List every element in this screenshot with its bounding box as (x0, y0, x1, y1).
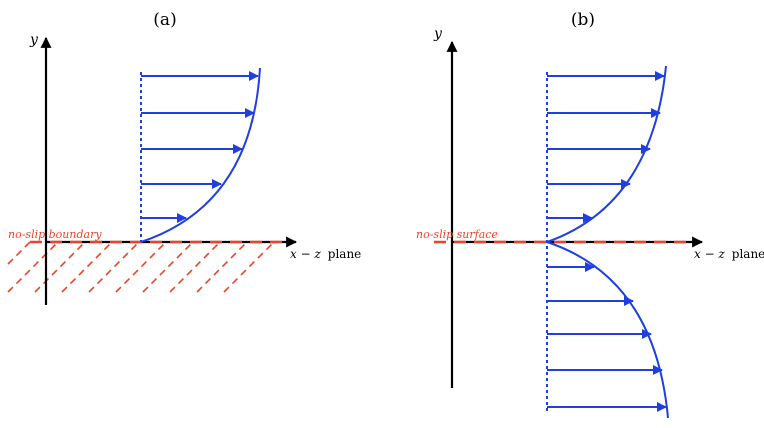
panel-a: (a) y no-slip boundary x − z plane (7, 10, 361, 305)
panel-a-boundary-label: no-slip boundary (8, 228, 102, 241)
panel-b-upper-profile-curve (546, 65, 667, 243)
panel-b: (b) y no-slip surface x − z plane (416, 10, 764, 419)
panel-a-hatch (7, 241, 275, 293)
panel-a-x-label: x − z plane (290, 247, 361, 261)
panel-a-label: (a) (153, 10, 176, 30)
panel-b-x-word: plane (732, 247, 764, 261)
panel-a-y-label: y (29, 32, 39, 48)
panel-a-x-var: x − z (290, 247, 321, 261)
panel-b-boundary-label: no-slip surface (416, 228, 498, 241)
panel-b-y-label: y (433, 26, 443, 42)
panel-b-lower-profile-curve (546, 241, 669, 419)
panel-b-x-label: x − z plane (694, 247, 764, 261)
panel-b-label: (b) (571, 10, 595, 30)
panel-a-profile-curve (140, 67, 261, 243)
panel-a-x-word: plane (328, 247, 362, 261)
panel-b-x-var: x − z (694, 247, 725, 261)
